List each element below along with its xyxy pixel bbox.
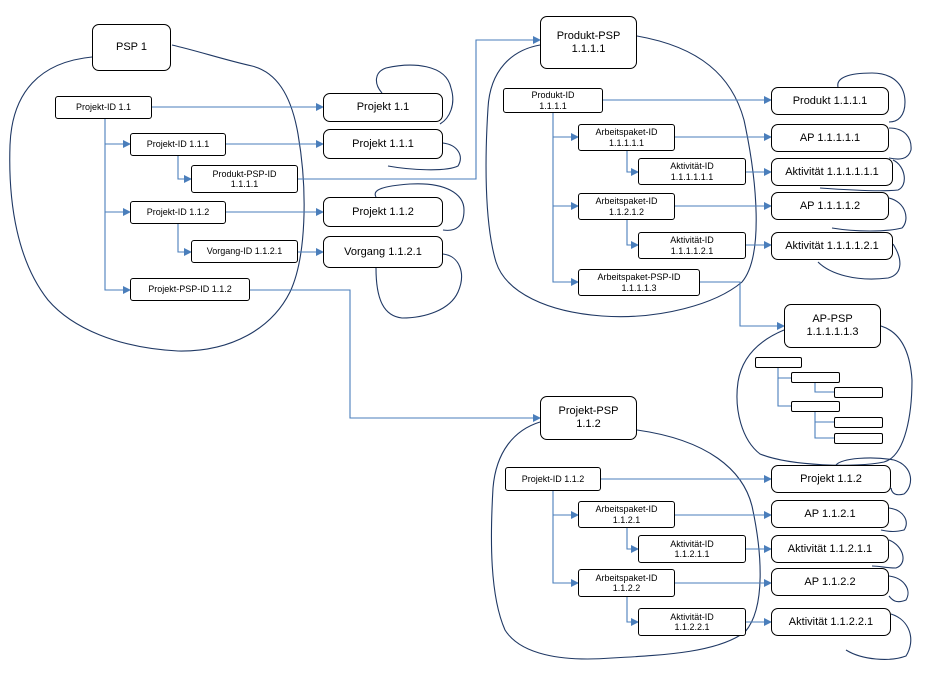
ap-psp-blank-node-4 <box>791 401 840 412</box>
conn-psp1-sub-vorgang <box>177 224 192 256</box>
conn-kp-sub-akt1 <box>626 528 639 553</box>
produkt-psp-object-aktivitaet-1: Aktivität 1.1.1.1.1.1 <box>771 158 893 186</box>
conn-ap-psp-d <box>814 412 834 439</box>
projekt-psp-projekt-id: Projekt-ID 1.1.2 <box>505 467 601 491</box>
scribble-projekt-1-1-2 <box>374 183 465 231</box>
conn-to-produkt-psp <box>298 36 541 180</box>
produkt-psp-object-ap-2: AP 1.1.1.1.2 <box>771 192 889 220</box>
scribble-projekt-1-1-2-right <box>835 457 912 496</box>
object-projekt-1-1-2: Projekt 1.1.2 <box>323 197 443 227</box>
conn-psp1-sub-produkt <box>177 156 192 183</box>
scribble-projekt-1-1-1 <box>387 142 461 171</box>
projekt-psp-aktivitaet-id-2: Aktivität-ID 1.1.2.2.1 <box>638 608 746 636</box>
produkt-psp-arbeitspaket-id-2: Arbeitspaket-ID 1.1.2.1.2 <box>578 193 675 220</box>
conn-ap-psp-c <box>814 383 834 393</box>
projekt-psp-object-aktivitaet-2: Aktivität 1.1.2.2.1 <box>771 608 891 636</box>
produkt-psp-title-box: Produkt-PSP 1.1.1.1 <box>540 16 637 69</box>
scribble-projekt-1-1 <box>375 64 454 125</box>
psp1-title-box: PSP 1 <box>92 24 171 71</box>
produkt-psp-aktivitaet-id-1: Aktivität-ID 1.1.1.1.1.1 <box>638 158 746 185</box>
conn-to-ap-psp <box>700 281 785 330</box>
conn-pp-sub-akt2 <box>626 220 639 249</box>
object-projekt-1-1: Projekt 1.1 <box>323 93 443 122</box>
scribble-aktivitaet-1-1-1-1-1-1 <box>819 159 905 192</box>
projekt-psp-title-box: Projekt-PSP 1.1.2 <box>540 396 637 440</box>
produkt-psp-object-ap-1: AP 1.1.1.1.1 <box>771 124 889 152</box>
ap-psp-blank-node-5 <box>834 417 883 428</box>
ap-psp-blank-node-6 <box>834 433 883 444</box>
projekt-psp-arbeitspaket-id-2: Arbeitspaket-ID 1.1.2.2 <box>578 569 675 597</box>
projekt-psp-arbeitspaket-id-1: Arbeitspaket-ID 1.1.2.1 <box>578 501 675 528</box>
psp1-outline <box>9 44 305 352</box>
scribble-aktivitaet-1-1-1-1-2-1 <box>817 243 901 280</box>
ap-psp-outline <box>736 325 913 466</box>
conn-ap-psp-a <box>777 368 791 379</box>
projekt-psp-object-ap-2: AP 1.1.2.2 <box>771 568 889 596</box>
produkt-psp-object-produkt: Produkt 1.1.1.1 <box>771 87 889 115</box>
scribble-ap-1-1-1-1-1 <box>888 127 912 160</box>
scribble-aktivitaet-1-1-2-2-1 <box>845 613 912 660</box>
psp1-projekt-id-1-1: Projekt-ID 1.1 <box>55 96 152 119</box>
conn-psp1-trunk <box>104 119 131 294</box>
ap-psp-blank-node-3 <box>834 387 883 398</box>
psp1-projekt-id-1-1-1: Projekt-ID 1.1.1 <box>130 133 226 156</box>
object-projekt-1-1-1: Projekt 1.1.1 <box>323 129 443 159</box>
conn-kp-trunk <box>552 491 579 587</box>
psp1-projekt-id-1-1-2: Projekt-ID 1.1.2 <box>130 201 226 224</box>
projekt-psp-object-aktivitaet-1: Aktivität 1.1.2.1.1 <box>771 535 889 563</box>
scribble-ap-1-1-2-2 <box>888 575 909 603</box>
psp1-vorgang-id: Vorgang-ID 1.1.2.1 <box>191 240 298 263</box>
produkt-psp-outline <box>485 35 757 318</box>
scribble-produkt-1-1-1-1 <box>837 72 906 123</box>
conn-ap-psp-b <box>777 378 791 407</box>
scribble-ap-1-1-1-1-2 <box>831 197 907 232</box>
ap-psp-blank-node-1 <box>755 357 802 368</box>
conn-pp-sub-akt1 <box>626 151 639 176</box>
conn-kp-sub-akt2 <box>626 597 639 626</box>
projekt-psp-outline <box>490 421 761 660</box>
projekt-psp-object-ap-1: AP 1.1.2.1 <box>771 500 889 528</box>
produkt-psp-aktivitaet-id-2: Aktivität-ID 1.1.1.1.2.1 <box>638 232 746 259</box>
scribble-ap-1-1-2-1 <box>880 507 907 533</box>
ap-psp-title-box: AP-PSP 1.1.1.1.1.3 <box>784 304 881 348</box>
conn-to-projekt-psp <box>250 289 541 422</box>
projekt-psp-aktivitaet-id-1: Aktivität-ID 1.1.2.1.1 <box>638 535 746 563</box>
ap-psp-blank-node-2 <box>791 372 840 383</box>
scribble-vorgang <box>375 253 462 319</box>
produkt-psp-produkt-id: Produkt-ID 1.1.1.1 <box>503 88 603 113</box>
scribble-aktivitaet-1-1-2-1-1 <box>871 539 904 569</box>
psp1-projekt-psp-id: Projekt-PSP-ID 1.1.2 <box>130 278 250 301</box>
projekt-psp-object-projekt: Projekt 1.1.2 <box>771 465 891 493</box>
psp1-produkt-psp-id: Produkt-PSP-ID 1.1.1.1 <box>191 165 298 193</box>
produkt-psp-arbeitspaket-id-1: Arbeitspaket-ID 1.1.1.1.1 <box>578 124 675 151</box>
produkt-psp-arbeitspaket-psp-id: Arbeitspaket-PSP-ID 1.1.1.1.3 <box>578 269 700 296</box>
object-vorgang-1-1-2-1: Vorgang 1.1.2.1 <box>323 236 443 268</box>
conn-pp-trunk <box>552 113 579 286</box>
produkt-psp-object-aktivitaet-2: Aktivität 1.1.1.1.2.1 <box>771 232 893 260</box>
